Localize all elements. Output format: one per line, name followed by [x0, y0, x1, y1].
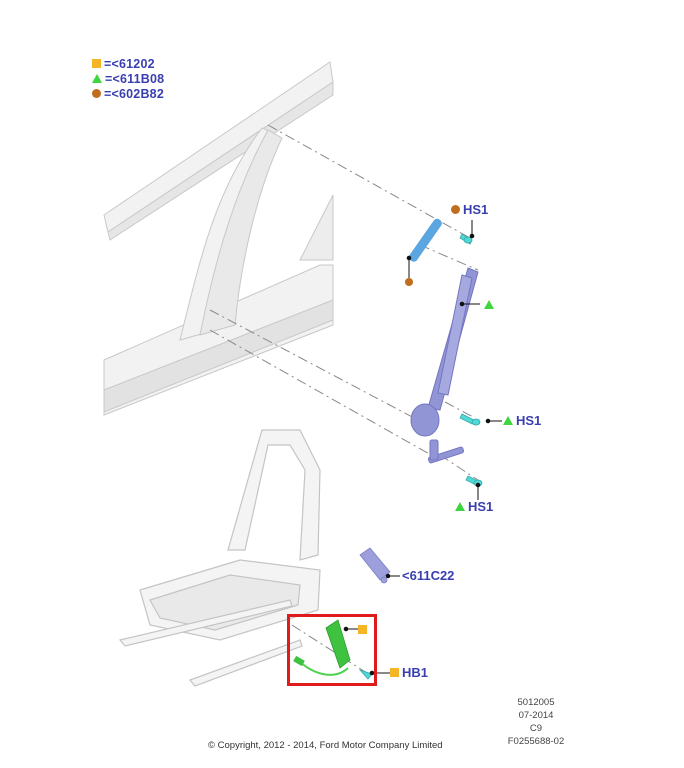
buckle-sleeve [359, 547, 391, 584]
doc-number: 5012005 [517, 697, 555, 708]
callout-lower-anchor: HS1 [455, 499, 493, 514]
legend-label: =<602B82 [104, 86, 164, 101]
buckle-highlight-box [287, 614, 377, 686]
triangle-symbol-icon [503, 416, 513, 425]
callout-label: HS1 [516, 413, 542, 428]
legend-item-circle: =<602B82 [92, 86, 164, 101]
legend-item-square: =<61202 [92, 56, 164, 71]
square-symbol-icon [390, 668, 399, 677]
doc-code: C9 [529, 723, 543, 734]
alignment-lines [209, 124, 479, 676]
callout-label: HS1 [468, 499, 494, 514]
callout-buckle-sleeve: <611C22 [402, 568, 454, 583]
callout-label: HS1 [463, 202, 489, 217]
copyright-footer: © Copyright, 2012 - 2014, Ford Motor Com… [208, 740, 443, 751]
figure-id: F0255688-02 [507, 736, 565, 747]
square-symbol-icon [92, 59, 101, 68]
callout-retractor-bolt: HS1 [503, 413, 541, 428]
leader-lines [343, 220, 502, 676]
callout-buckle-bolt: HB1 [390, 665, 428, 680]
buckle-assembly [293, 619, 351, 676]
document-info: 5012005 07-2014 C9 F0255688-02 [506, 696, 566, 748]
triangle-symbol-icon [92, 74, 102, 83]
symbol-markers [358, 278, 494, 634]
doc-date: 07-2014 [518, 710, 554, 721]
callout-label: <611C22 [402, 568, 455, 583]
legend-item-triangle: =<611B08 [92, 71, 164, 86]
callout-upper-anchor: HS1 [451, 202, 488, 217]
body-structure [103, 61, 334, 416]
triangle-symbol-icon [455, 502, 465, 511]
height-adjuster [408, 218, 442, 262]
legend: =<61202 =<611B08 =<602B82 [92, 56, 164, 101]
seat-frame [118, 429, 321, 687]
seat-belt-retractor [410, 267, 479, 464]
circle-symbol-icon [451, 205, 460, 214]
bolts [358, 233, 483, 680]
circle-symbol-icon [92, 89, 101, 98]
legend-label: =<61202 [104, 56, 155, 71]
callout-label: HB1 [402, 665, 429, 680]
legend-label: =<611B08 [105, 71, 165, 86]
